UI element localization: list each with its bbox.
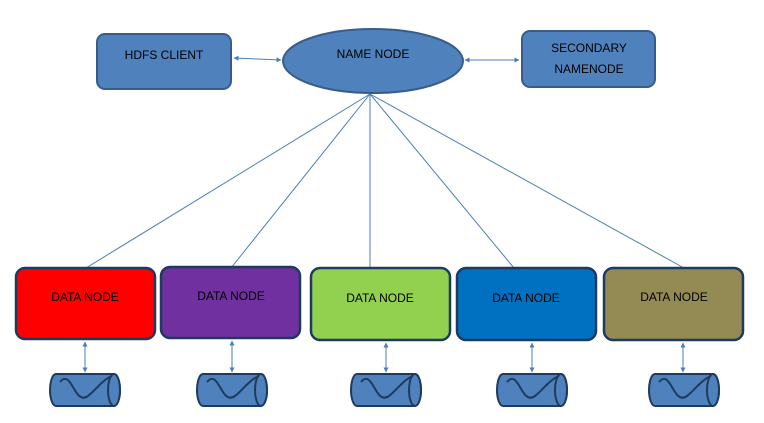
connector-datanode-5 (369, 93, 685, 269)
storage-disks (49, 373, 720, 407)
disk-icon (49, 373, 121, 407)
data-node-4-label: DATA NODE (492, 291, 560, 305)
connector-datanode-1 (85, 93, 371, 269)
data-node-2-box (159, 265, 302, 340)
client-namenode-arrow (233, 55, 282, 63)
data-node-5-label: DATA NODE (640, 290, 708, 304)
data-node-3: DATA NODE (309, 266, 452, 342)
name-node-label: NAME NODE (337, 47, 410, 61)
data-node-3-label: DATA NODE (346, 291, 414, 305)
data-node-5: DATA NODE (602, 266, 745, 342)
namenode-to-datanode-connectors (85, 93, 685, 269)
data-node-4: DATA NODE (455, 266, 598, 342)
data-node-5-box (602, 266, 745, 342)
secondary-namenode-label-line2: NAMENODE (554, 62, 623, 76)
datanode-disk-arrows (82, 340, 686, 373)
disk-icon (648, 373, 720, 407)
data-node-3-box (309, 266, 452, 342)
hdfs-client-label: HDFS CLIENT (125, 48, 204, 62)
secondary-namenode-label-line1: SECONDARY (551, 41, 627, 55)
data-node-2: DATA NODE (159, 265, 302, 340)
data-node-1: DATA NODE (14, 266, 157, 341)
secondary-namenode-node: SECONDARY NAMENODE (521, 30, 656, 88)
hdfs-client-node: HDFS CLIENT (96, 33, 232, 90)
connector-datanode-4 (369, 93, 515, 269)
data-node-1-box (14, 266, 157, 341)
disk-icon (496, 373, 568, 407)
disk-icon (196, 373, 268, 407)
data-node-1-label: DATA NODE (51, 290, 119, 304)
data-node-4-box (455, 266, 598, 342)
name-node: NAME NODE (282, 28, 464, 94)
connector-datanode-2 (230, 93, 371, 269)
disk-icon (350, 373, 422, 407)
data-node-2-label: DATA NODE (197, 289, 265, 303)
